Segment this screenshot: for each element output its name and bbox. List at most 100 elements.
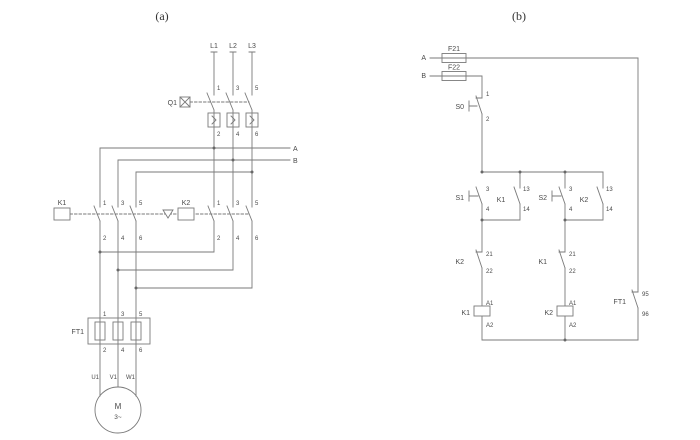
terminal-number: 4 bbox=[486, 207, 490, 213]
k1-label: K1 bbox=[58, 200, 67, 207]
k2-coil bbox=[556, 305, 574, 317]
terminal-number: 3 bbox=[236, 201, 240, 207]
phase-label-l3: L3 bbox=[248, 43, 256, 50]
terminal-number: 6 bbox=[255, 132, 259, 138]
k2-interlock-label: K2 bbox=[455, 259, 464, 266]
coil-symbol bbox=[473, 305, 491, 317]
line-a-label: A bbox=[421, 55, 426, 62]
tap-a-label: A bbox=[293, 146, 298, 153]
ft1-label: FT1 bbox=[72, 329, 85, 336]
fuse-f21 bbox=[441, 53, 467, 63]
contactor-k2-coil bbox=[162, 207, 195, 221]
k1-interlock-contact bbox=[558, 249, 566, 269]
breaker-label: Q1 bbox=[168, 100, 177, 107]
terminal-number: 6 bbox=[139, 348, 143, 354]
nc-contact-symbol bbox=[631, 289, 639, 309]
thermal-release-box-1 bbox=[207, 112, 221, 128]
terminal-number: 4 bbox=[236, 132, 240, 138]
power-circuit-diagram: (a) L1 L2 L3 Q1 1 3 5 2 4 6 bbox=[53, 9, 298, 434]
nc-contact-symbol bbox=[475, 249, 483, 269]
nc-contact-symbol bbox=[558, 249, 566, 269]
s2-label: S2 bbox=[538, 195, 547, 202]
terminal-number: A1 bbox=[486, 301, 494, 307]
terminal-number: A2 bbox=[486, 323, 494, 329]
terminal-number: 14 bbox=[523, 207, 530, 213]
start-button-s1 bbox=[468, 186, 483, 205]
terminal-number: 2 bbox=[103, 236, 107, 242]
phase-label-l1: L1 bbox=[210, 43, 218, 50]
k1-aux-contact bbox=[513, 186, 521, 205]
terminal-number: 96 bbox=[642, 312, 649, 318]
motor-symbol bbox=[94, 386, 142, 434]
motor-terminal-w1: W1 bbox=[126, 375, 136, 381]
terminal-number: 5 bbox=[139, 201, 143, 207]
terminal-number: 6 bbox=[255, 236, 259, 242]
terminal-number: 21 bbox=[486, 252, 493, 258]
motor-phase-label: 3~ bbox=[114, 414, 122, 421]
line-b-label: B bbox=[421, 73, 426, 80]
ft1-overload-contact bbox=[631, 289, 639, 309]
k2-coil-label: K2 bbox=[544, 310, 553, 317]
terminal-number: 4 bbox=[569, 207, 573, 213]
terminal-number: 2 bbox=[103, 348, 107, 354]
k2-aux-label: K2 bbox=[580, 197, 589, 204]
terminal-number: 1 bbox=[486, 92, 490, 98]
breaker-operator-cross-icon bbox=[179, 96, 191, 108]
k1-coil bbox=[473, 305, 491, 317]
terminal-number: 6 bbox=[139, 236, 143, 242]
terminal-number: 3 bbox=[121, 201, 125, 207]
ft1-heater-2 bbox=[112, 321, 124, 341]
no-pushbutton-symbol bbox=[468, 186, 483, 205]
k1-aux-label: K1 bbox=[497, 197, 506, 204]
s0-label: S0 bbox=[455, 104, 464, 111]
delta-triangle-icon bbox=[162, 209, 174, 219]
terminal-number: 13 bbox=[523, 187, 530, 193]
start-button-s2 bbox=[551, 186, 566, 205]
tap-b-label: B bbox=[293, 158, 298, 165]
terminal-number: 4 bbox=[121, 348, 125, 354]
s1-label: S1 bbox=[455, 195, 464, 202]
terminal-number: 21 bbox=[569, 252, 576, 258]
k2-label: K2 bbox=[182, 200, 191, 207]
k2-interlock-contact bbox=[475, 249, 483, 269]
k1-coil-symbol bbox=[53, 207, 71, 221]
terminal-number: 95 bbox=[642, 292, 649, 298]
k1-interlock-label: K1 bbox=[538, 259, 547, 266]
terminal-number: 4 bbox=[121, 236, 125, 242]
coil-symbol bbox=[556, 305, 574, 317]
stop-button-s0 bbox=[468, 95, 483, 115]
thermal-release-chevron-icon bbox=[211, 115, 255, 125]
terminal-number: 2 bbox=[217, 132, 221, 138]
terminal-number: A1 bbox=[569, 301, 577, 307]
terminal-number: 5 bbox=[255, 86, 259, 92]
thermal-release-box-3 bbox=[245, 112, 259, 128]
terminal-number: 1 bbox=[217, 86, 221, 92]
k1-coil-label: K1 bbox=[461, 310, 470, 317]
no-contact-symbol bbox=[596, 186, 604, 205]
ft1-frame bbox=[87, 317, 151, 345]
terminal-number: 2 bbox=[217, 236, 221, 242]
terminal-number: 14 bbox=[606, 207, 613, 213]
circuit-breaker-q1 bbox=[179, 96, 259, 128]
ft1-heater-3 bbox=[130, 321, 142, 341]
terminal-number: A2 bbox=[569, 323, 577, 329]
terminal-number: 2 bbox=[486, 117, 490, 123]
terminal-number: 3 bbox=[569, 187, 573, 193]
ft1-contact-label: FT1 bbox=[614, 299, 627, 306]
caption-b: (b) bbox=[512, 9, 526, 23]
terminal-number: 4 bbox=[236, 236, 240, 242]
nc-pushbutton-symbol bbox=[468, 95, 483, 115]
motor-terminal-u1: U1 bbox=[91, 375, 99, 381]
terminal-number: 5 bbox=[139, 312, 143, 318]
motor-terminal-v1: V1 bbox=[110, 375, 118, 381]
terminal-number: 3 bbox=[486, 187, 490, 193]
terminal-number: 22 bbox=[486, 269, 493, 275]
motor-label: M bbox=[115, 402, 122, 411]
terminal-number: 3 bbox=[121, 312, 125, 318]
terminal-number: 1 bbox=[103, 312, 107, 318]
fuse-f22 bbox=[441, 71, 467, 81]
fuse-f21-label: F21 bbox=[448, 46, 460, 53]
junction-dots bbox=[98, 146, 254, 290]
no-contact-symbol bbox=[513, 186, 521, 205]
